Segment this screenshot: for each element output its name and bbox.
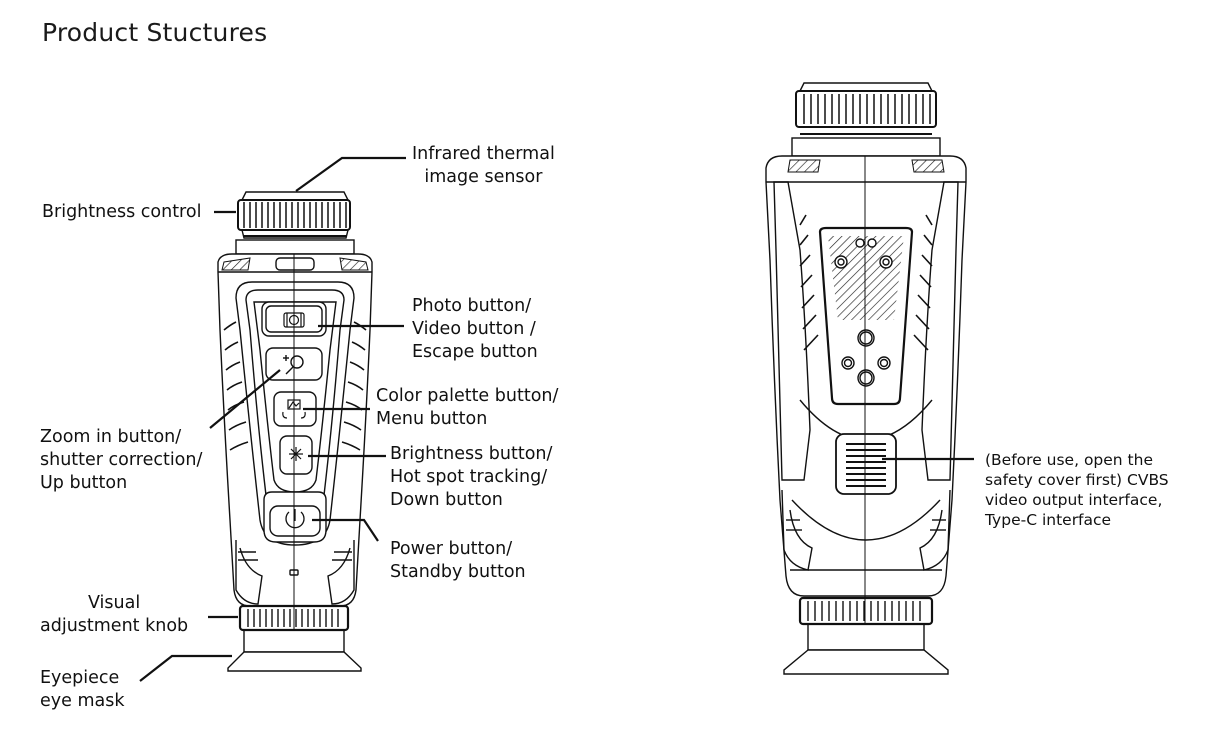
- front-body: [217, 253, 373, 607]
- label-infrared-sensor: Infrared thermal image sensor: [412, 144, 555, 187]
- label-brightness-control: Brightness control: [42, 202, 202, 222]
- back-brightness-ring: [795, 90, 937, 128]
- label-zoom-button: Zoom in button/ shutter correction/ Up b…: [40, 427, 203, 493]
- brightness-icon: [289, 447, 303, 461]
- mount-holes: [834, 238, 893, 387]
- label-color-palette-button: Color palette button/ Menu button: [376, 386, 559, 429]
- power-icon: [285, 509, 305, 529]
- label-photo-button: Photo button/ Video button / Escape butt…: [412, 296, 538, 362]
- back-device: [765, 82, 967, 675]
- knurl-lines: [243, 202, 347, 228]
- front-device: [217, 191, 373, 672]
- front-leaders: [139, 156, 406, 682]
- zoom-in-icon: [283, 355, 304, 375]
- label-eyepiece: Eyepiece eye mask: [40, 668, 125, 711]
- page-title: Product Stuctures: [42, 18, 268, 47]
- eyepiece-eye-mask: [227, 651, 362, 672]
- label-power-button: Power button/ Standby button: [390, 539, 526, 582]
- label-brightness-button: Brightness button/ Hot spot tracking/ Do…: [390, 444, 553, 510]
- label-visual-adjustment-knob: Visual adjustment knob: [40, 593, 189, 636]
- sensor-cap: [235, 191, 355, 255]
- label-interface: (Before use, open the safety cover first…: [985, 451, 1169, 529]
